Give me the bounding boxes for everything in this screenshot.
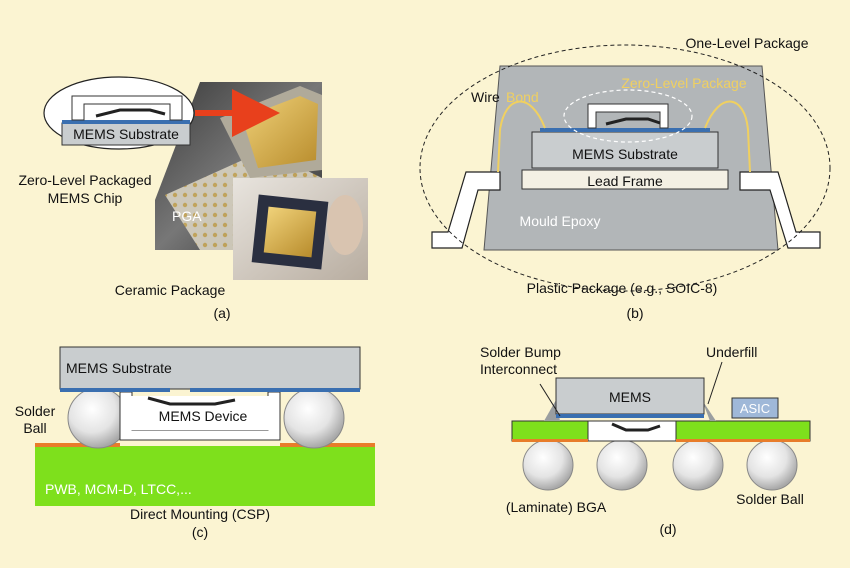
substrate-metal-b <box>540 128 710 132</box>
left-lead <box>431 171 501 249</box>
lead-frame-label: Lead Frame <box>587 173 663 189</box>
mems-substrate-label-c: MEMS Substrate <box>66 360 172 376</box>
ceramic-package-caption: Ceramic Package <box>115 282 226 298</box>
hand-photo <box>233 178 368 280</box>
underfill-label: Underfill <box>706 344 757 360</box>
solder-label-line2: Ball <box>23 420 46 436</box>
asic-chip <box>731 397 779 419</box>
chip-substrate-label: MEMS Substrate <box>73 126 179 142</box>
solder-bump-label-line2: Interconnect <box>480 361 557 377</box>
mould-epoxy-label: Mould Epoxy <box>520 213 601 229</box>
mems-device-label: MEMS Device <box>159 408 248 424</box>
right-lead <box>739 171 821 249</box>
bond-label: Bond <box>506 89 539 105</box>
mems-device-b <box>605 117 661 126</box>
mems-chip-label-d: MEMS <box>609 389 651 405</box>
laminate-pad-left <box>512 439 588 442</box>
panel-b: Lead Frame MEMS Substrate One-Level Pack… <box>419 35 831 321</box>
zero-level-chip-diagram <box>61 95 191 146</box>
pwb-board-label: PWB, MCM-D, LTCC,... <box>45 481 192 497</box>
underfill-right <box>702 400 716 421</box>
mems-substrate-c <box>59 346 361 390</box>
pwb-board <box>35 446 375 506</box>
device-cavity-fill <box>130 396 270 430</box>
panel-a-tag: (a) <box>213 305 230 321</box>
panel-a: PGA MEMS Substrate Zero-Level Packaged M… <box>18 76 368 321</box>
board-pad-left <box>35 443 120 447</box>
asic-label: ASIC <box>740 401 770 416</box>
mems-substrate-label-b: MEMS Substrate <box>572 146 678 162</box>
panel-d-tag: (d) <box>659 521 676 537</box>
zero-level-chip-label-line2: MEMS Chip <box>48 190 123 206</box>
laminate-right <box>675 420 811 442</box>
wire-label: Wire <box>471 89 500 105</box>
laminate-left <box>511 420 589 442</box>
panel-d: MEMS ASIC Solder Bump Interconnect Under… <box>480 344 811 537</box>
mems-chip-metal-d <box>556 414 704 418</box>
one-level-package-label: One-Level Package <box>686 35 809 51</box>
bga-label: (Laminate) BGA <box>506 499 607 515</box>
mems-device-c <box>147 396 236 406</box>
wire-bond-left <box>497 100 546 173</box>
zero-level-chip-label-line1: Zero-Level Packaged <box>18 172 151 188</box>
panel-c: PWB, MCM-D, LTCC,... MEMS Device MEMS Su… <box>15 346 375 540</box>
zero-level-ellipse <box>563 89 693 143</box>
solder-ball-right <box>283 387 345 449</box>
bga-ball-1 <box>522 439 574 491</box>
pga-label: PGA <box>172 208 202 224</box>
substrate-metal-c-right <box>190 388 360 392</box>
bump-leader-line <box>539 383 561 417</box>
wire-bond-right <box>704 100 751 173</box>
mems-device-d <box>611 422 661 432</box>
solder-bump-label-line1: Solder Bump <box>480 344 561 360</box>
substrate-metal-c-left <box>60 388 170 392</box>
lead-frame <box>521 169 729 190</box>
panel-c-tag: (c) <box>192 524 208 540</box>
zero-level-cap <box>587 103 669 129</box>
laminate-pad-right <box>676 439 810 442</box>
plastic-package-caption: Plastic Package (e.g., SOIC-8) <box>527 280 718 296</box>
mems-chip-d <box>555 377 705 415</box>
bga-ball-2 <box>596 439 648 491</box>
bga-ball-4 <box>746 439 798 491</box>
panel-b-tag: (b) <box>626 305 643 321</box>
solder-ball-left <box>67 387 129 449</box>
solder-label-line1: Solder <box>15 403 56 419</box>
bga-ball-3 <box>672 439 724 491</box>
underfill-leader-line <box>707 361 723 405</box>
solder-ball-label-d: Solder Ball <box>736 491 804 507</box>
direct-mounting-caption: Direct Mounting (CSP) <box>130 506 270 522</box>
one-level-ellipse <box>419 44 831 292</box>
zero-level-package-label: Zero-Level Package <box>621 75 747 91</box>
